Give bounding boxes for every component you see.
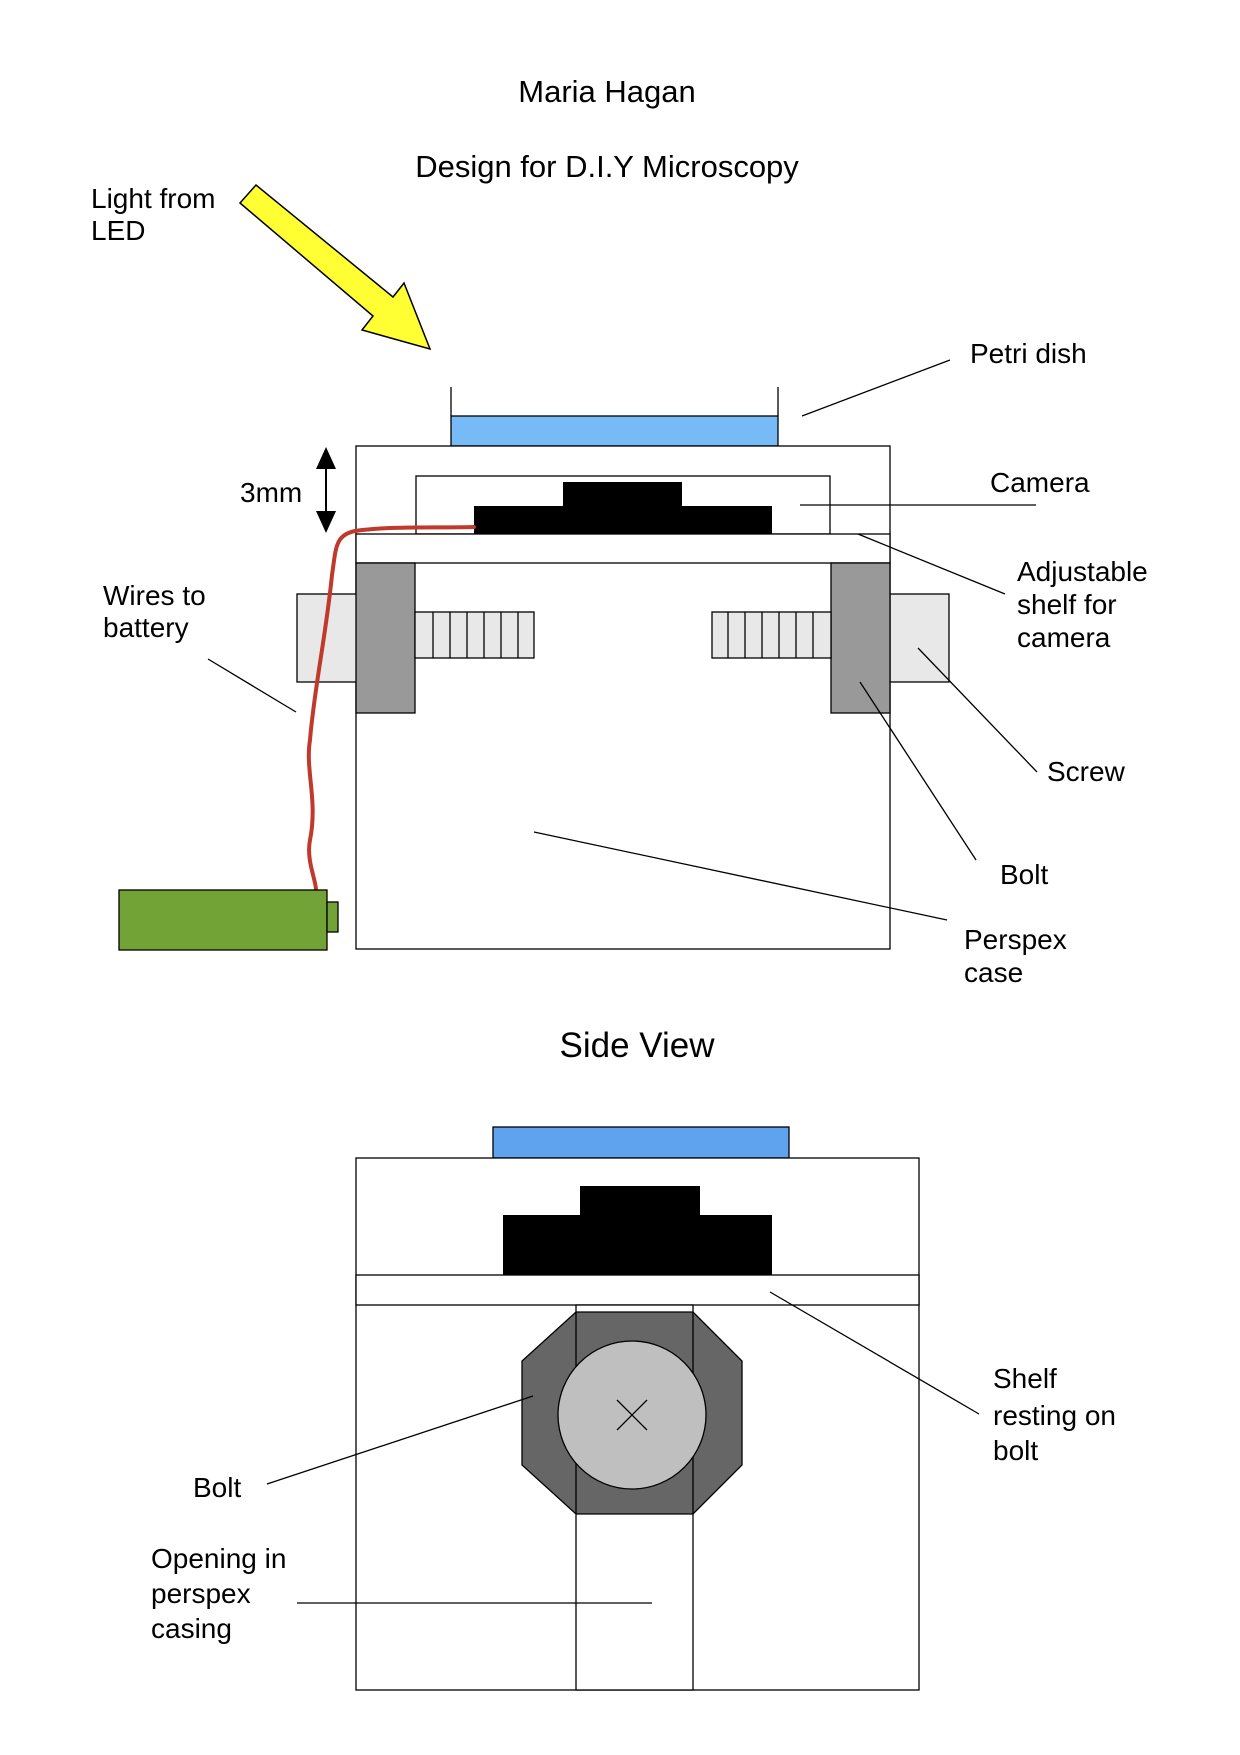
- battery: [118, 889, 339, 951]
- side-petri-dish: [492, 1126, 790, 1159]
- right-bolt: [830, 562, 891, 714]
- petri-dish: [450, 387, 779, 447]
- side-view: Shelf resting on bolt Bolt Opening in pe…: [151, 1126, 1124, 1691]
- label-petri-dish: Petri dish: [970, 338, 1087, 369]
- label-bolt-side: Bolt: [193, 1472, 241, 1503]
- label-screw: Screw: [1047, 756, 1126, 787]
- label-bolt-front: Bolt: [1000, 859, 1048, 890]
- left-screw-thread: [414, 611, 535, 659]
- camera-body: [474, 482, 772, 534]
- side-shelf: [355, 1274, 920, 1306]
- label-shelf-resting: Shelf resting on bolt: [993, 1363, 1124, 1466]
- label-wires-to-battery: Wires to battery: [103, 580, 213, 643]
- label-3mm: 3mm: [240, 477, 302, 508]
- label-opening-casing: Opening in perspex casing: [151, 1543, 294, 1644]
- label-camera: Camera: [990, 467, 1090, 498]
- led-light-arrow: [238, 183, 432, 351]
- right-screw-head: [889, 593, 950, 683]
- front-view: Light from LED Petri dish Camera Adjusta…: [91, 183, 1156, 988]
- right-screw-thread: [711, 611, 832, 659]
- battery-wire: [306, 525, 476, 892]
- gap-indicator: [316, 447, 336, 533]
- label-perspex-case: Perspex case: [964, 924, 1075, 988]
- diagram-title: Design for D.I.Y Microscopy: [415, 149, 799, 184]
- label-adjustable-shelf: Adjustable shelf for camera: [1017, 556, 1156, 653]
- left-bolt: [355, 562, 416, 714]
- author-name: Maria Hagan: [518, 74, 695, 109]
- adjustable-shelf: [355, 533, 891, 564]
- side-camera-body: [503, 1186, 772, 1275]
- label-light-from-led: Light from LED: [91, 183, 223, 246]
- side-view-title: Side View: [559, 1026, 715, 1065]
